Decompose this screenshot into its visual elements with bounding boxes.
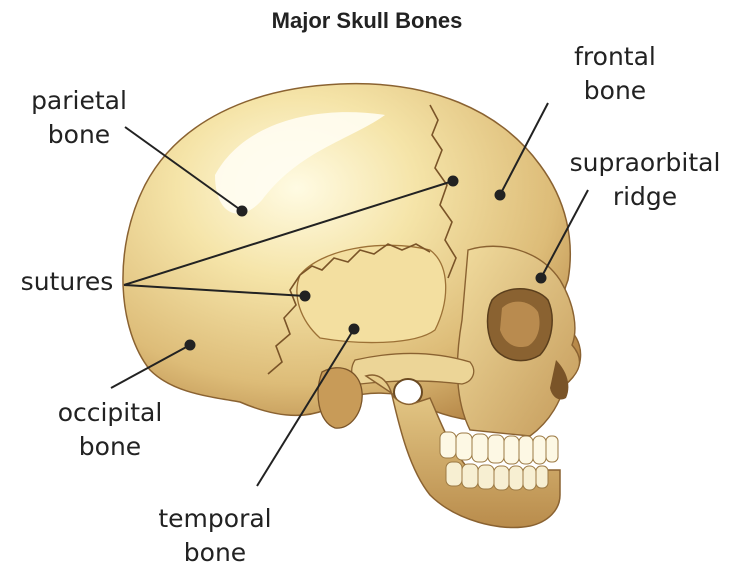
dot-sutures-upper (449, 177, 458, 186)
label-supraorbital-ridge: supraorbital ridge (560, 146, 730, 214)
label-parietal-line1: parietal (24, 84, 134, 118)
label-temporal-line1: temporal (150, 502, 280, 536)
dot-temporal (350, 325, 359, 334)
dot-supraorbital (537, 274, 546, 283)
label-frontal-bone: frontal bone (560, 40, 670, 108)
dot-parietal (238, 207, 247, 216)
label-parietal-bone: parietal bone (24, 84, 134, 152)
temporal-region (297, 245, 446, 342)
label-sutures-line1: sutures (12, 265, 122, 299)
label-occipital-bone: occipital bone (45, 396, 175, 464)
label-temporal-line2: bone (150, 536, 280, 570)
label-occipital-line2: bone (45, 430, 175, 464)
dot-occipital (186, 341, 195, 350)
dot-sutures-lower (301, 292, 310, 301)
label-supraorbital-line1: supraorbital (560, 146, 730, 180)
eye-orbit-inner (500, 302, 540, 347)
label-occipital-line1: occipital (45, 396, 175, 430)
label-frontal-line2: bone (560, 74, 670, 108)
dot-frontal (496, 191, 505, 200)
label-supraorbital-line2: ridge (560, 180, 730, 214)
label-parietal-line2: bone (24, 118, 134, 152)
label-frontal-line1: frontal (560, 40, 670, 74)
label-sutures: sutures (12, 265, 122, 299)
label-temporal-bone: temporal bone (150, 502, 280, 570)
